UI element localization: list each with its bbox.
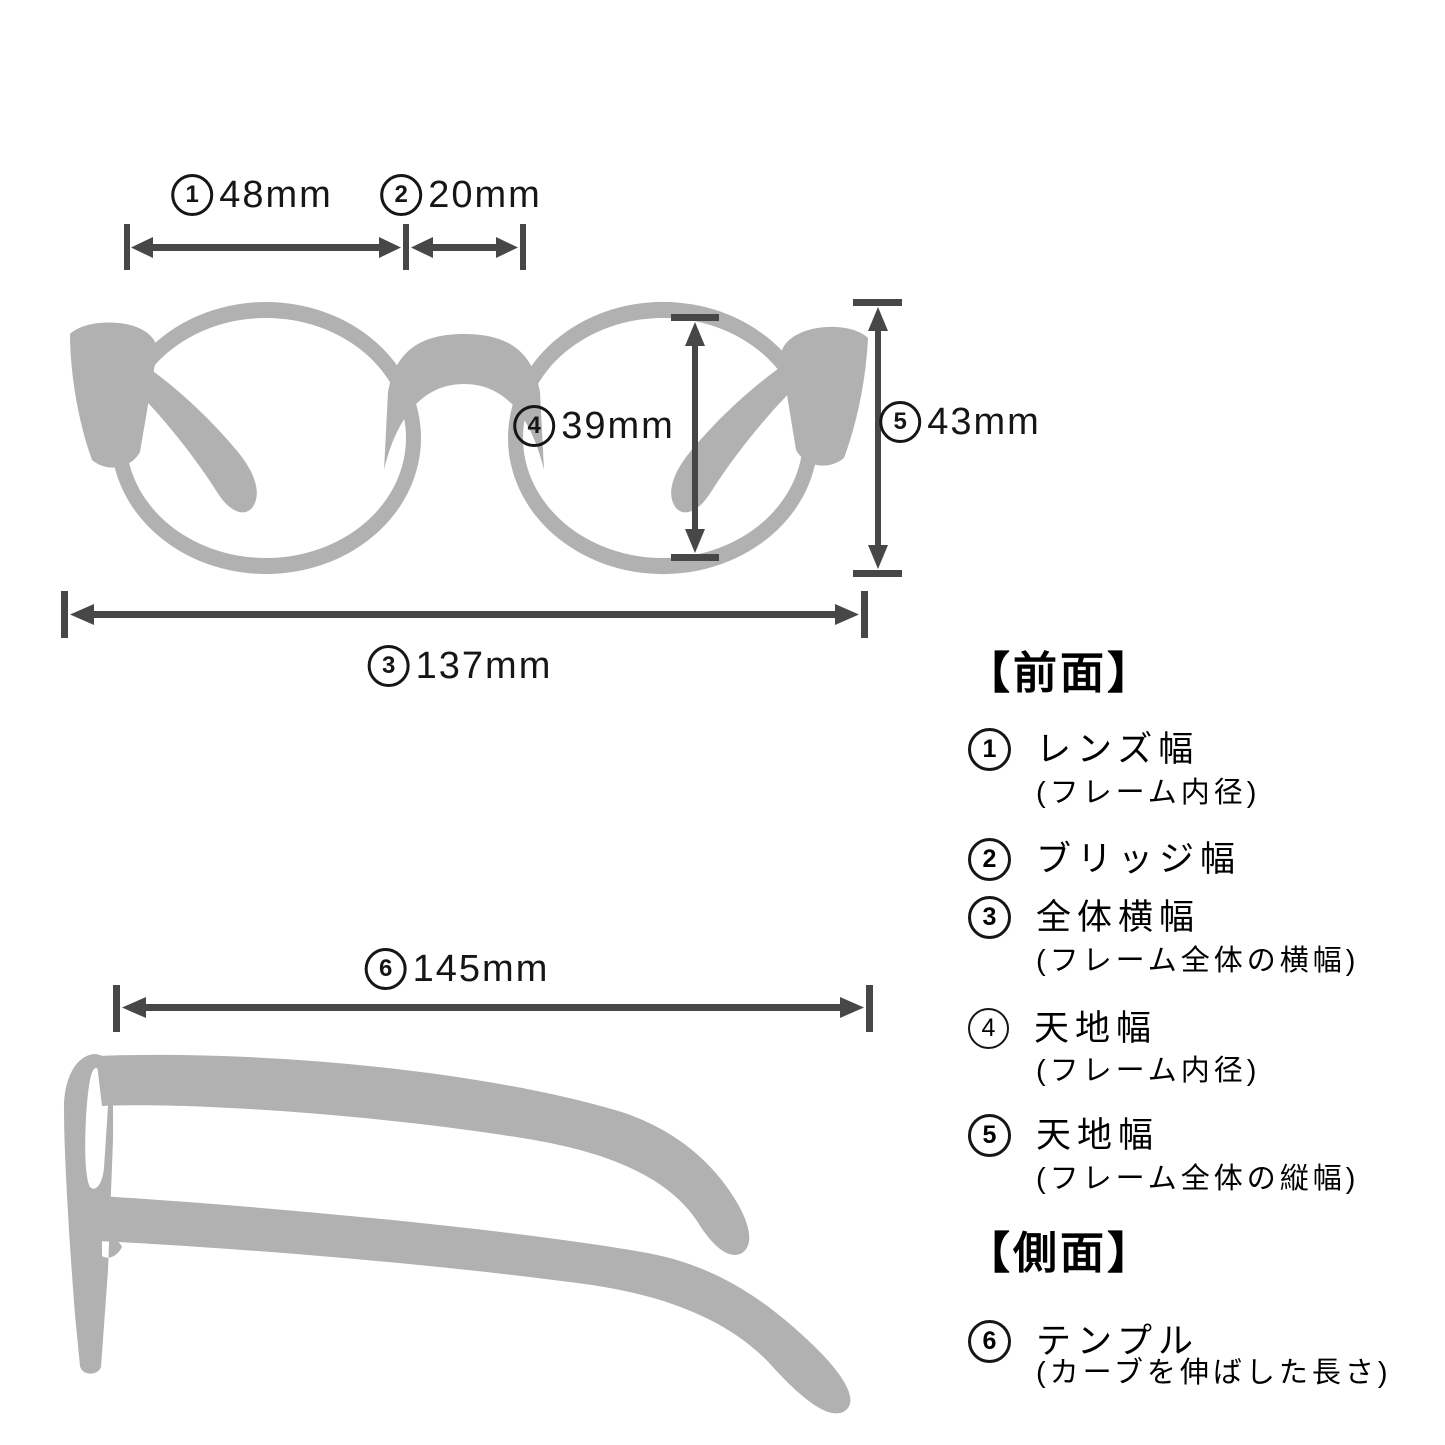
dim-value: 39mm bbox=[561, 405, 675, 447]
front-right-temple bbox=[671, 348, 816, 513]
side-front-rim bbox=[64, 1054, 122, 1374]
legend-header-front: 【前面】 bbox=[966, 649, 1154, 698]
legend-item-label: 天地幅 bbox=[1034, 1009, 1158, 1048]
dim-label-temple-length: 6 145mm bbox=[364, 948, 550, 990]
dim-value: 137mm bbox=[415, 645, 553, 687]
circled-number: 2 bbox=[968, 838, 1011, 881]
circled-number: 2 bbox=[380, 174, 423, 216]
dim-value: 145mm bbox=[412, 948, 550, 990]
dim-value: 48mm bbox=[219, 174, 333, 216]
front-left-temple bbox=[112, 348, 257, 513]
dim-line-bridge-width bbox=[411, 224, 526, 270]
front-right-endpiece bbox=[780, 326, 868, 466]
legend-sub-lens-height: (フレーム内径) bbox=[1036, 1055, 1261, 1087]
circled-number: 5 bbox=[968, 1114, 1011, 1157]
circled-number: 3 bbox=[968, 896, 1011, 939]
circled-number: 1 bbox=[171, 174, 214, 216]
dim-label-frame-height: 5 43mm bbox=[879, 401, 1041, 443]
legend-item-lens-height: 4 天地幅 bbox=[968, 1008, 1157, 1049]
circled-number: 4 bbox=[968, 1008, 1009, 1049]
dim-value: 43mm bbox=[927, 401, 1041, 443]
legend-sub-frame-height: (フレーム全体の縦幅) bbox=[1036, 1163, 1360, 1195]
side-upper-temple bbox=[96, 1054, 750, 1255]
legend-item-temple-length: 6 テンプル bbox=[968, 1320, 1199, 1363]
circled-number: 3 bbox=[367, 645, 410, 687]
legend-item-frame-height: 5 天地幅 bbox=[968, 1114, 1159, 1157]
front-left-lens-rim bbox=[111, 302, 421, 574]
legend-sub-temple-length: (カーブを伸ばした長さ) bbox=[1036, 1357, 1392, 1389]
dim-line-total-width bbox=[61, 591, 868, 638]
dim-value: 20mm bbox=[428, 174, 542, 216]
dim-label-bridge-width: 2 20mm bbox=[380, 174, 542, 216]
front-bridge bbox=[384, 334, 544, 470]
side-lower-temple bbox=[99, 1196, 851, 1414]
dimension-lines bbox=[61, 224, 902, 1032]
circled-number: 6 bbox=[364, 948, 407, 990]
dim-label-lens-height: 4 39mm bbox=[513, 405, 675, 447]
circled-number: 5 bbox=[879, 401, 922, 443]
legend-item-label: 天地幅 bbox=[1036, 1116, 1160, 1155]
legend-sub-total-width: (フレーム全体の横幅) bbox=[1036, 945, 1360, 977]
legend-item-total-width: 3 全体横幅 bbox=[968, 896, 1200, 939]
dim-line-frame-height bbox=[853, 299, 902, 577]
legend-item-label: 全体横幅 bbox=[1036, 898, 1201, 937]
legend-header-side: 【側面】 bbox=[966, 1229, 1154, 1278]
dim-line-lens-height bbox=[671, 314, 719, 561]
legend-item-lens-width: 1 レンズ幅 bbox=[968, 728, 1199, 771]
dim-line-temple-length bbox=[113, 985, 873, 1032]
dim-label-lens-width: 1 48mm bbox=[171, 174, 333, 216]
legend-item-bridge-width: 2 ブリッジ幅 bbox=[968, 838, 1241, 881]
glasses-front-silhouette bbox=[70, 301, 868, 575]
legend-item-label: テンプル bbox=[1036, 1322, 1199, 1361]
legend-item-label: ブリッジ幅 bbox=[1036, 840, 1242, 879]
circled-number: 6 bbox=[968, 1320, 1011, 1363]
dim-label-total-width: 3 137mm bbox=[367, 645, 553, 687]
circled-number: 1 bbox=[968, 728, 1011, 771]
legend-item-label: レンズ幅 bbox=[1036, 730, 1200, 769]
circled-number: 4 bbox=[513, 405, 556, 447]
glasses-side-silhouette bbox=[64, 1054, 851, 1414]
dim-line-lens-width bbox=[124, 224, 409, 270]
legend-sub-lens-width: (フレーム内径) bbox=[1036, 777, 1261, 809]
